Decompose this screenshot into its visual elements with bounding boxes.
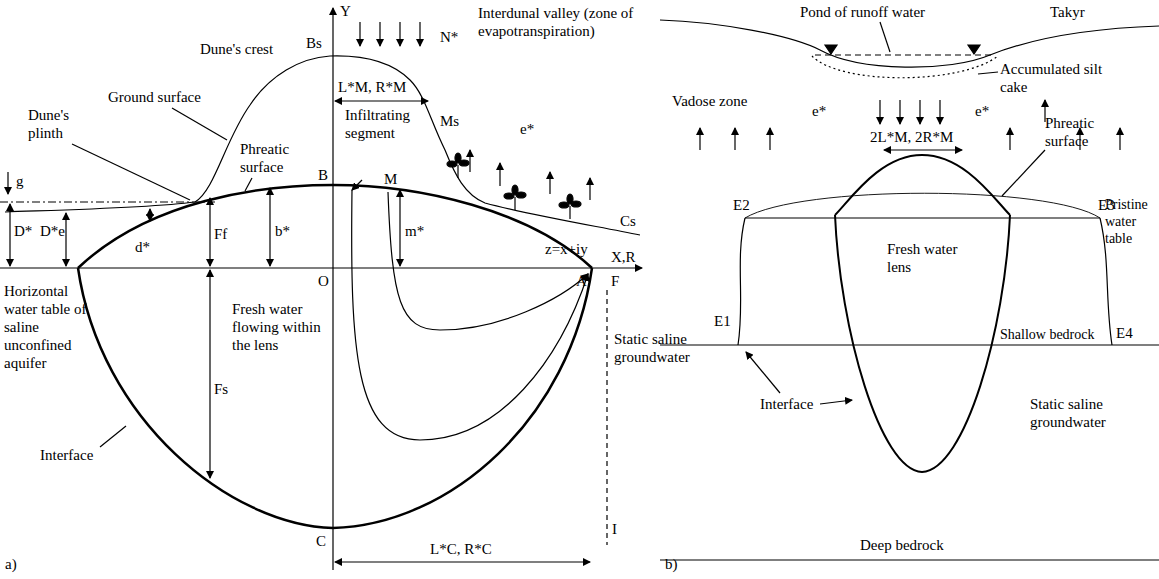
diagram-label: e* <box>975 102 989 120</box>
diagram-label: Static saline groundwater <box>1030 395 1125 431</box>
diagram-label: Dune's crest <box>200 40 273 58</box>
diagram-label: e* <box>520 120 534 138</box>
diagram-label: Static saline groundwater <box>614 330 689 366</box>
diagram-label: Fs <box>214 380 228 398</box>
diagram-label: Ms <box>440 112 459 130</box>
diagram-label: Accumulated silt cake <box>1000 60 1115 96</box>
diagram-label: Ground surface <box>108 88 201 106</box>
diagram-label: D* <box>14 222 32 240</box>
diagram-label: Phreatic surface <box>1045 114 1123 150</box>
diagram-label: O <box>318 272 329 290</box>
diagram-label: F <box>611 272 619 290</box>
diagram-label: D*e <box>40 222 65 240</box>
diagram-label: Phreatic surface <box>240 140 312 176</box>
diagram-label: m* <box>405 222 424 240</box>
diagram-label: Deep bedrock <box>860 536 944 554</box>
diagram-label: a) <box>5 555 17 573</box>
diagram-label: Shallow bedrock <box>1000 326 1094 343</box>
diagram-label: d* <box>135 238 150 256</box>
diagram-label: Horizontal water table of saline unconfi… <box>4 282 89 372</box>
diagram-label: A <box>576 272 587 290</box>
diagram-label: Fresh water lens <box>887 240 959 276</box>
diagram-label: Interface <box>760 395 813 413</box>
diagram-label: Fresh water flowing within the lens <box>232 300 327 354</box>
diagram-label: e* <box>812 102 826 120</box>
diagram-label: M <box>384 170 397 188</box>
diagram-label: Cs <box>620 212 636 230</box>
diagram-label: Takyr <box>1050 3 1085 21</box>
diagram-label: E2 <box>733 196 750 214</box>
diagram-label: z=x+iy <box>545 240 588 258</box>
diagram-label: Infiltrating segment <box>345 106 435 142</box>
diagram-label: Ff <box>214 225 227 243</box>
diagram-label: 2L*M, 2R*M <box>870 128 953 146</box>
diagram-label: Interface <box>40 446 93 464</box>
diagram-label: N* <box>440 28 458 46</box>
diagram-label: Pond of runoff water <box>800 3 925 21</box>
diagram-label: b* <box>275 222 290 240</box>
diagram-label: b) <box>665 555 678 573</box>
diagram-label: Interdunal valley (zone of evapotranspir… <box>478 4 653 40</box>
diagram-label: B <box>318 166 328 184</box>
diagram-label: X,R <box>611 248 636 266</box>
diagram-label: C <box>316 532 326 550</box>
diagram-label: I <box>612 520 617 538</box>
diagram-label: Pristine water table <box>1105 196 1155 247</box>
diagram-label: Vadose zone <box>672 92 747 110</box>
diagram-label: E1 <box>714 312 731 330</box>
diagram-label: L*C, R*C <box>430 540 492 558</box>
diagram-label: L*M, R*M <box>338 78 406 96</box>
diagram-label: g <box>16 172 24 190</box>
diagram-label: E4 <box>1116 324 1133 342</box>
diagram-label: Dune's plinth <box>28 106 83 142</box>
diagram-label: Bs <box>306 34 322 52</box>
diagram-label: Y <box>340 2 351 20</box>
